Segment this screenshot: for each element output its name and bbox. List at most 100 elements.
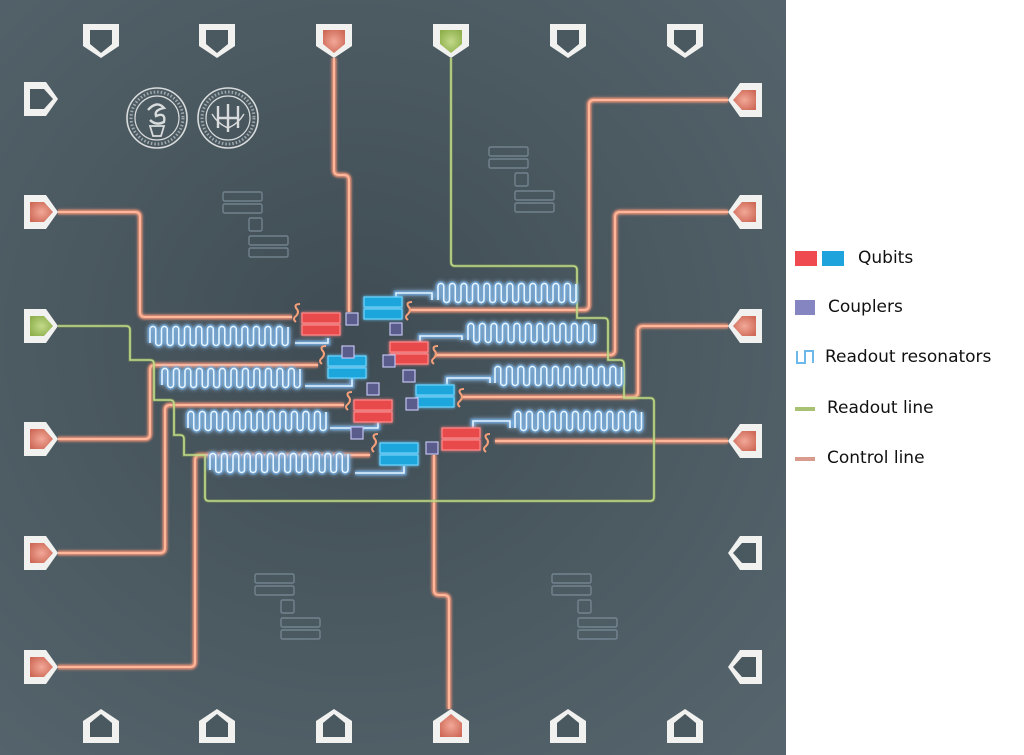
drive-squiggle (371, 433, 379, 453)
legend-item-resonators: Readout resonators (795, 345, 991, 369)
pad-fill (733, 431, 756, 451)
resonator-lead (446, 377, 491, 385)
coupler-swatch-icon (795, 299, 815, 315)
ghost-qubit-bar (254, 573, 295, 584)
ghost-coupler (514, 172, 529, 187)
logos (126, 87, 259, 149)
qubit-pad-top (353, 399, 393, 411)
pad-fill (30, 429, 53, 449)
bond-pad-right-2 (728, 195, 762, 229)
bond-pad-top-2 (199, 24, 235, 58)
resonator-meander (149, 325, 289, 347)
resonator-meander (467, 322, 596, 344)
ghost-qubit-bar (222, 191, 263, 202)
red-line-swatch-icon (795, 457, 815, 461)
ghost-qubit-bar (551, 585, 592, 596)
qubit-pad-bottom (441, 439, 481, 451)
qubit-pad-top (441, 427, 481, 439)
readout-lines (58, 58, 656, 503)
readout-resonator (417, 321, 597, 345)
ghost-pattern (222, 191, 289, 258)
pad-fill (557, 30, 579, 53)
coupler (425, 441, 439, 455)
readout-resonators (147, 281, 644, 476)
qubit-pad-bottom (301, 324, 341, 336)
ghost-coupler (577, 599, 592, 614)
pad-fill (733, 316, 756, 336)
bond-pad-left-6 (24, 650, 58, 684)
qubit-q1 (301, 312, 341, 336)
ghost-qubit-bar (488, 146, 529, 157)
resonator-lead (472, 420, 511, 428)
pad-fill (90, 714, 112, 737)
qubit-q8 (379, 442, 419, 466)
bond-pad-bottom-6 (667, 709, 703, 743)
control-line (410, 99, 728, 311)
coupler (389, 322, 403, 336)
legend-item-qubits: Qubits (795, 246, 913, 270)
qubits (301, 296, 481, 466)
bond-pad-top-3 (316, 24, 352, 58)
resonator-lead (295, 338, 329, 344)
legend-label: Couplers (828, 297, 903, 317)
ghost-qubit-bar (280, 629, 321, 640)
ghost-qubit-bar (551, 573, 592, 584)
bond-pad-left-4 (24, 422, 58, 456)
ghost-coupler (248, 217, 263, 232)
readout-resonator (185, 409, 381, 433)
ghost-pattern (551, 573, 618, 640)
control-line (58, 364, 318, 440)
seal-outer-ring (197, 87, 259, 149)
university-seal-1-icon (126, 87, 188, 149)
resonator-lead (305, 378, 353, 387)
bond-pad-bottom-5 (550, 709, 586, 743)
qubit-q7 (441, 427, 481, 451)
resonator-meander (494, 365, 623, 387)
legend-item-couplers: Couplers (795, 295, 903, 319)
pad-fill (557, 714, 579, 737)
chip-diagram (0, 0, 786, 755)
seal-text-ring (200, 90, 256, 146)
pad-fill (323, 30, 345, 53)
resonator-lead (330, 422, 379, 429)
legend-label: Readout resonators (825, 347, 992, 367)
qubit-q2 (363, 296, 403, 320)
qubit-pad-top (363, 296, 403, 308)
bond-pads (24, 24, 762, 743)
bond-pad-right-3 (728, 309, 762, 343)
bond-pad-bottom-1 (83, 709, 119, 743)
torch-flame (147, 103, 167, 125)
ghost-qubit-bar (280, 617, 321, 628)
control-line (58, 211, 292, 318)
qubit-pad-bottom (379, 454, 419, 466)
readout-resonator (393, 281, 579, 305)
ghost-qubit-bar (577, 617, 618, 628)
green-line-swatch-icon (795, 407, 815, 411)
bond-pad-top-4 (433, 24, 469, 58)
drive-squiggle (293, 303, 301, 323)
ghost-qubit-bar (577, 629, 618, 640)
pad-fill (733, 202, 756, 222)
pad-fill (30, 89, 53, 109)
ghost-qubit-bar (248, 235, 289, 246)
bond-pad-right-1 (728, 83, 762, 117)
resonator-lead (355, 466, 405, 474)
seal-inner-ring (205, 95, 251, 141)
resonator-glyph-icon (796, 350, 814, 364)
pad-fill (30, 657, 53, 677)
couplers (341, 312, 439, 455)
control-line (462, 325, 728, 398)
bond-pad-left-3 (24, 309, 58, 343)
control-line (433, 455, 450, 709)
coupler (341, 345, 355, 359)
legend-item-readout-line: Readout line (795, 396, 934, 420)
readout-resonator (470, 409, 644, 433)
legend-label: Qubits (858, 248, 914, 268)
readout-line (58, 325, 205, 456)
university-seal-2-icon (197, 87, 259, 149)
pad-fill (440, 714, 462, 737)
ghost-qubit-bar (222, 203, 263, 214)
bond-pad-right-6 (728, 650, 762, 684)
bond-pad-top-1 (83, 24, 119, 58)
qubit-pad-top (415, 384, 455, 396)
